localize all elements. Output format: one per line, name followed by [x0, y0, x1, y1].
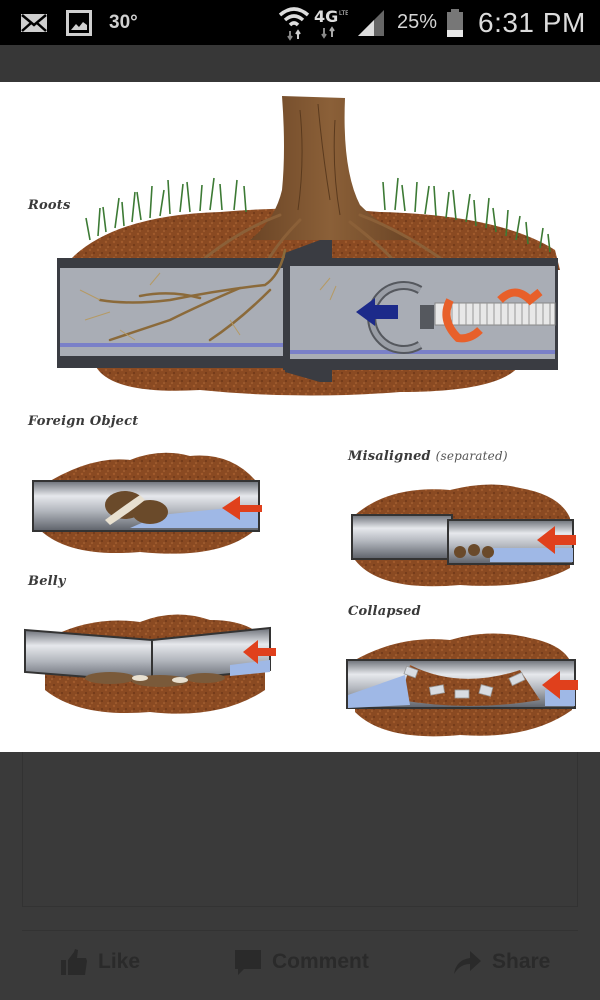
share-label: Share	[492, 950, 551, 973]
gallery-icon	[66, 0, 92, 45]
thumbs-up-icon	[61, 949, 87, 975]
actions-divider	[22, 930, 578, 931]
sewer-pipe-problems-illustration	[24, 96, 578, 737]
foreign-object-scene	[32, 452, 262, 554]
like-button[interactable]: Like	[60, 947, 140, 977]
photo-image[interactable]: Roots Foreign Object Misaligned (separat…	[0, 82, 600, 752]
svg-text:LTE: LTE	[339, 10, 348, 17]
clock: 6:31 PM	[478, 6, 586, 38]
label-misaligned-main: Misaligned	[348, 449, 431, 464]
comment-icon	[235, 950, 261, 975]
signal-icon	[356, 0, 386, 45]
temperature: 30°	[109, 11, 138, 33]
caption-area	[22, 752, 578, 907]
share-arrow-icon	[454, 951, 481, 974]
label-misaligned-sub: (separated)	[435, 449, 508, 463]
viewer-top-bar	[0, 45, 600, 82]
comment-button[interactable]: Comment	[234, 947, 369, 977]
battery-percent: 25%	[397, 11, 438, 33]
like-label: Like	[98, 950, 141, 973]
comment-label: Comment	[272, 950, 369, 973]
roots-scene	[57, 96, 560, 396]
wifi-icon	[278, 0, 310, 45]
label-roots: Roots	[28, 198, 71, 213]
svg-text:4G: 4G	[314, 7, 338, 26]
collapsed-scene	[346, 633, 578, 737]
post-footer: Like Comment Share	[0, 752, 600, 1000]
label-collapsed: Collapsed	[348, 604, 421, 619]
label-misaligned: Misaligned (separated)	[348, 449, 508, 464]
label-belly: Belly	[28, 574, 66, 589]
mail-icon	[20, 0, 48, 45]
misaligned-scene	[351, 484, 576, 587]
belly-scene	[24, 614, 276, 714]
battery-icon	[446, 0, 464, 45]
share-button[interactable]: Share	[452, 947, 550, 977]
label-foreign-object: Foreign Object	[28, 414, 139, 429]
